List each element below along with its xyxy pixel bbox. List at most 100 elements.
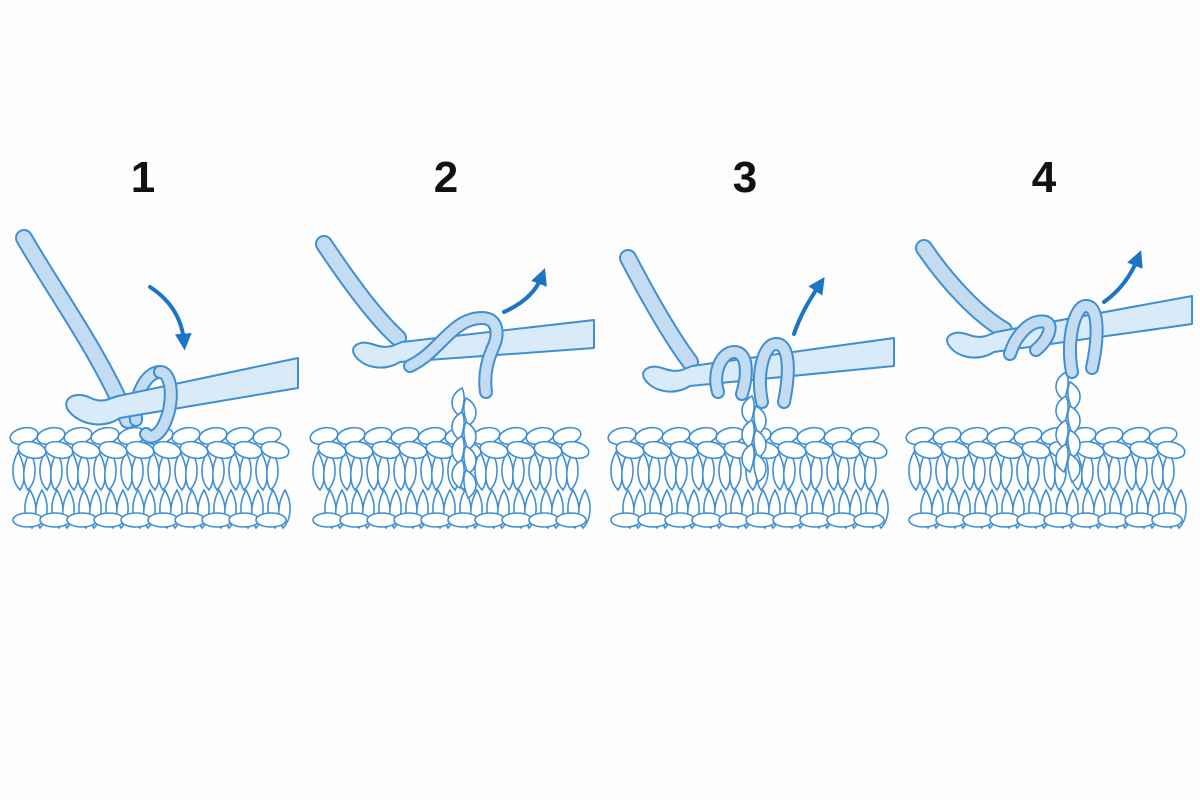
fabric-stitch xyxy=(555,450,569,492)
fabric-stitch xyxy=(1151,512,1183,528)
fabric-stitch xyxy=(174,450,188,492)
fabric-stitch xyxy=(863,450,877,492)
fabric-stitch xyxy=(745,512,777,528)
fabric-stitch xyxy=(93,450,107,492)
fabric-stitch xyxy=(228,450,242,492)
step-4-number: 4 xyxy=(1032,153,1057,202)
fabric-stitch xyxy=(233,440,263,460)
fabric-stitch xyxy=(98,440,128,460)
fabric-stitch xyxy=(555,512,587,528)
fabric-stitch xyxy=(610,450,624,492)
fabric-stitch xyxy=(1156,440,1186,460)
direction-arrow-icon xyxy=(148,285,192,351)
fabric-stitch xyxy=(772,512,804,528)
fabric-stitch xyxy=(1102,440,1132,460)
fabric-stitch xyxy=(674,450,688,492)
fabric-stitch xyxy=(799,450,813,492)
fabric-stitch xyxy=(918,450,932,492)
fabric-stitch xyxy=(528,450,542,492)
fabric-stitch xyxy=(130,450,144,492)
fabric-stitch xyxy=(989,450,1003,492)
fabric-stitch xyxy=(691,512,723,528)
fabric-stitch xyxy=(853,512,885,528)
fabric-stitch xyxy=(66,450,80,492)
fabric-stitch xyxy=(637,512,669,528)
fabric-stitch xyxy=(1124,450,1138,492)
fabric-stitch xyxy=(533,440,563,460)
fabric-stitch xyxy=(637,450,651,492)
fabric-swatch-step-3 xyxy=(607,426,889,530)
fabric-stitch xyxy=(696,440,726,460)
fabric-swatch-step-4 xyxy=(905,426,1187,530)
fabric-stitch xyxy=(565,450,579,492)
step-1-number: 1 xyxy=(131,153,155,202)
fabric-stitch xyxy=(809,450,823,492)
fabric-stitch xyxy=(853,450,867,492)
fabric-stitch xyxy=(1043,450,1057,492)
fabric-stitch xyxy=(479,440,509,460)
fabric-stitch xyxy=(858,440,888,460)
fabric-stitch xyxy=(157,450,171,492)
fabric-stitch xyxy=(255,512,287,528)
fabric-stitch xyxy=(1016,450,1030,492)
fabric-stitch xyxy=(1107,450,1121,492)
fabric-stitch xyxy=(935,450,949,492)
fabric-stitch xyxy=(945,450,959,492)
fabric-stitch xyxy=(908,450,922,492)
fabric-stitch xyxy=(103,450,117,492)
fabric-stitch xyxy=(1124,512,1156,528)
fabric-stitch xyxy=(1097,450,1111,492)
fabric-stitch xyxy=(366,450,380,492)
fabric-stitch xyxy=(1161,450,1175,492)
fabric-stitch xyxy=(39,450,53,492)
fabric-stitch xyxy=(174,512,206,528)
fabric-stitch xyxy=(120,512,152,528)
stitch-post-loop xyxy=(451,458,465,490)
fabric-stitch xyxy=(403,450,417,492)
fabric-stitch xyxy=(152,440,182,460)
fabric-stitch xyxy=(376,450,390,492)
fabric-stitch xyxy=(972,450,986,492)
fabric-stitch xyxy=(610,512,642,528)
fabric-stitch xyxy=(179,440,209,460)
fabric-stitch xyxy=(39,512,71,528)
fabric-stitch xyxy=(393,512,425,528)
fabric-stitch xyxy=(1097,512,1129,528)
fabric-stitch xyxy=(647,450,661,492)
fabric-stitch xyxy=(962,512,994,528)
fabric-stitch xyxy=(398,440,428,460)
fabric-stitch xyxy=(66,512,98,528)
fabric-stitch xyxy=(322,450,336,492)
fabric-stitch xyxy=(228,512,260,528)
fabric-stitch xyxy=(49,450,63,492)
fabric-stitch xyxy=(772,450,786,492)
fabric-stitch xyxy=(420,450,434,492)
fabric-stitch xyxy=(511,450,525,492)
fabric-stitch xyxy=(344,440,374,460)
fabric-stitch xyxy=(718,512,750,528)
fabric-stitch xyxy=(211,450,225,492)
fabric-stitch xyxy=(1129,440,1159,460)
fabric-stitch xyxy=(831,440,861,460)
fabric-stitch xyxy=(265,450,279,492)
stitch-post-loop xyxy=(753,452,767,484)
fabric-stitch xyxy=(312,512,344,528)
fabric-stitch xyxy=(260,440,290,460)
crochet-hook-icon xyxy=(352,319,595,369)
fabric-stitch xyxy=(125,440,155,460)
fabric-stitch xyxy=(44,440,74,460)
fabric-stitch xyxy=(366,512,398,528)
fabric-stitch xyxy=(560,440,590,460)
fabric-stitch xyxy=(17,440,47,460)
fabric-stitch xyxy=(989,512,1021,528)
fabric-swatch-step-1 xyxy=(9,426,291,530)
step-3-number: 3 xyxy=(733,153,757,202)
crochet-hook-icon xyxy=(65,357,299,426)
fabric-stitch xyxy=(12,512,44,528)
fabric-stitch xyxy=(615,440,645,460)
step-2-number: 2 xyxy=(434,153,458,202)
fabric-stitch xyxy=(1080,450,1094,492)
fabric-stitch xyxy=(339,512,371,528)
step-3-illustration xyxy=(619,249,895,484)
